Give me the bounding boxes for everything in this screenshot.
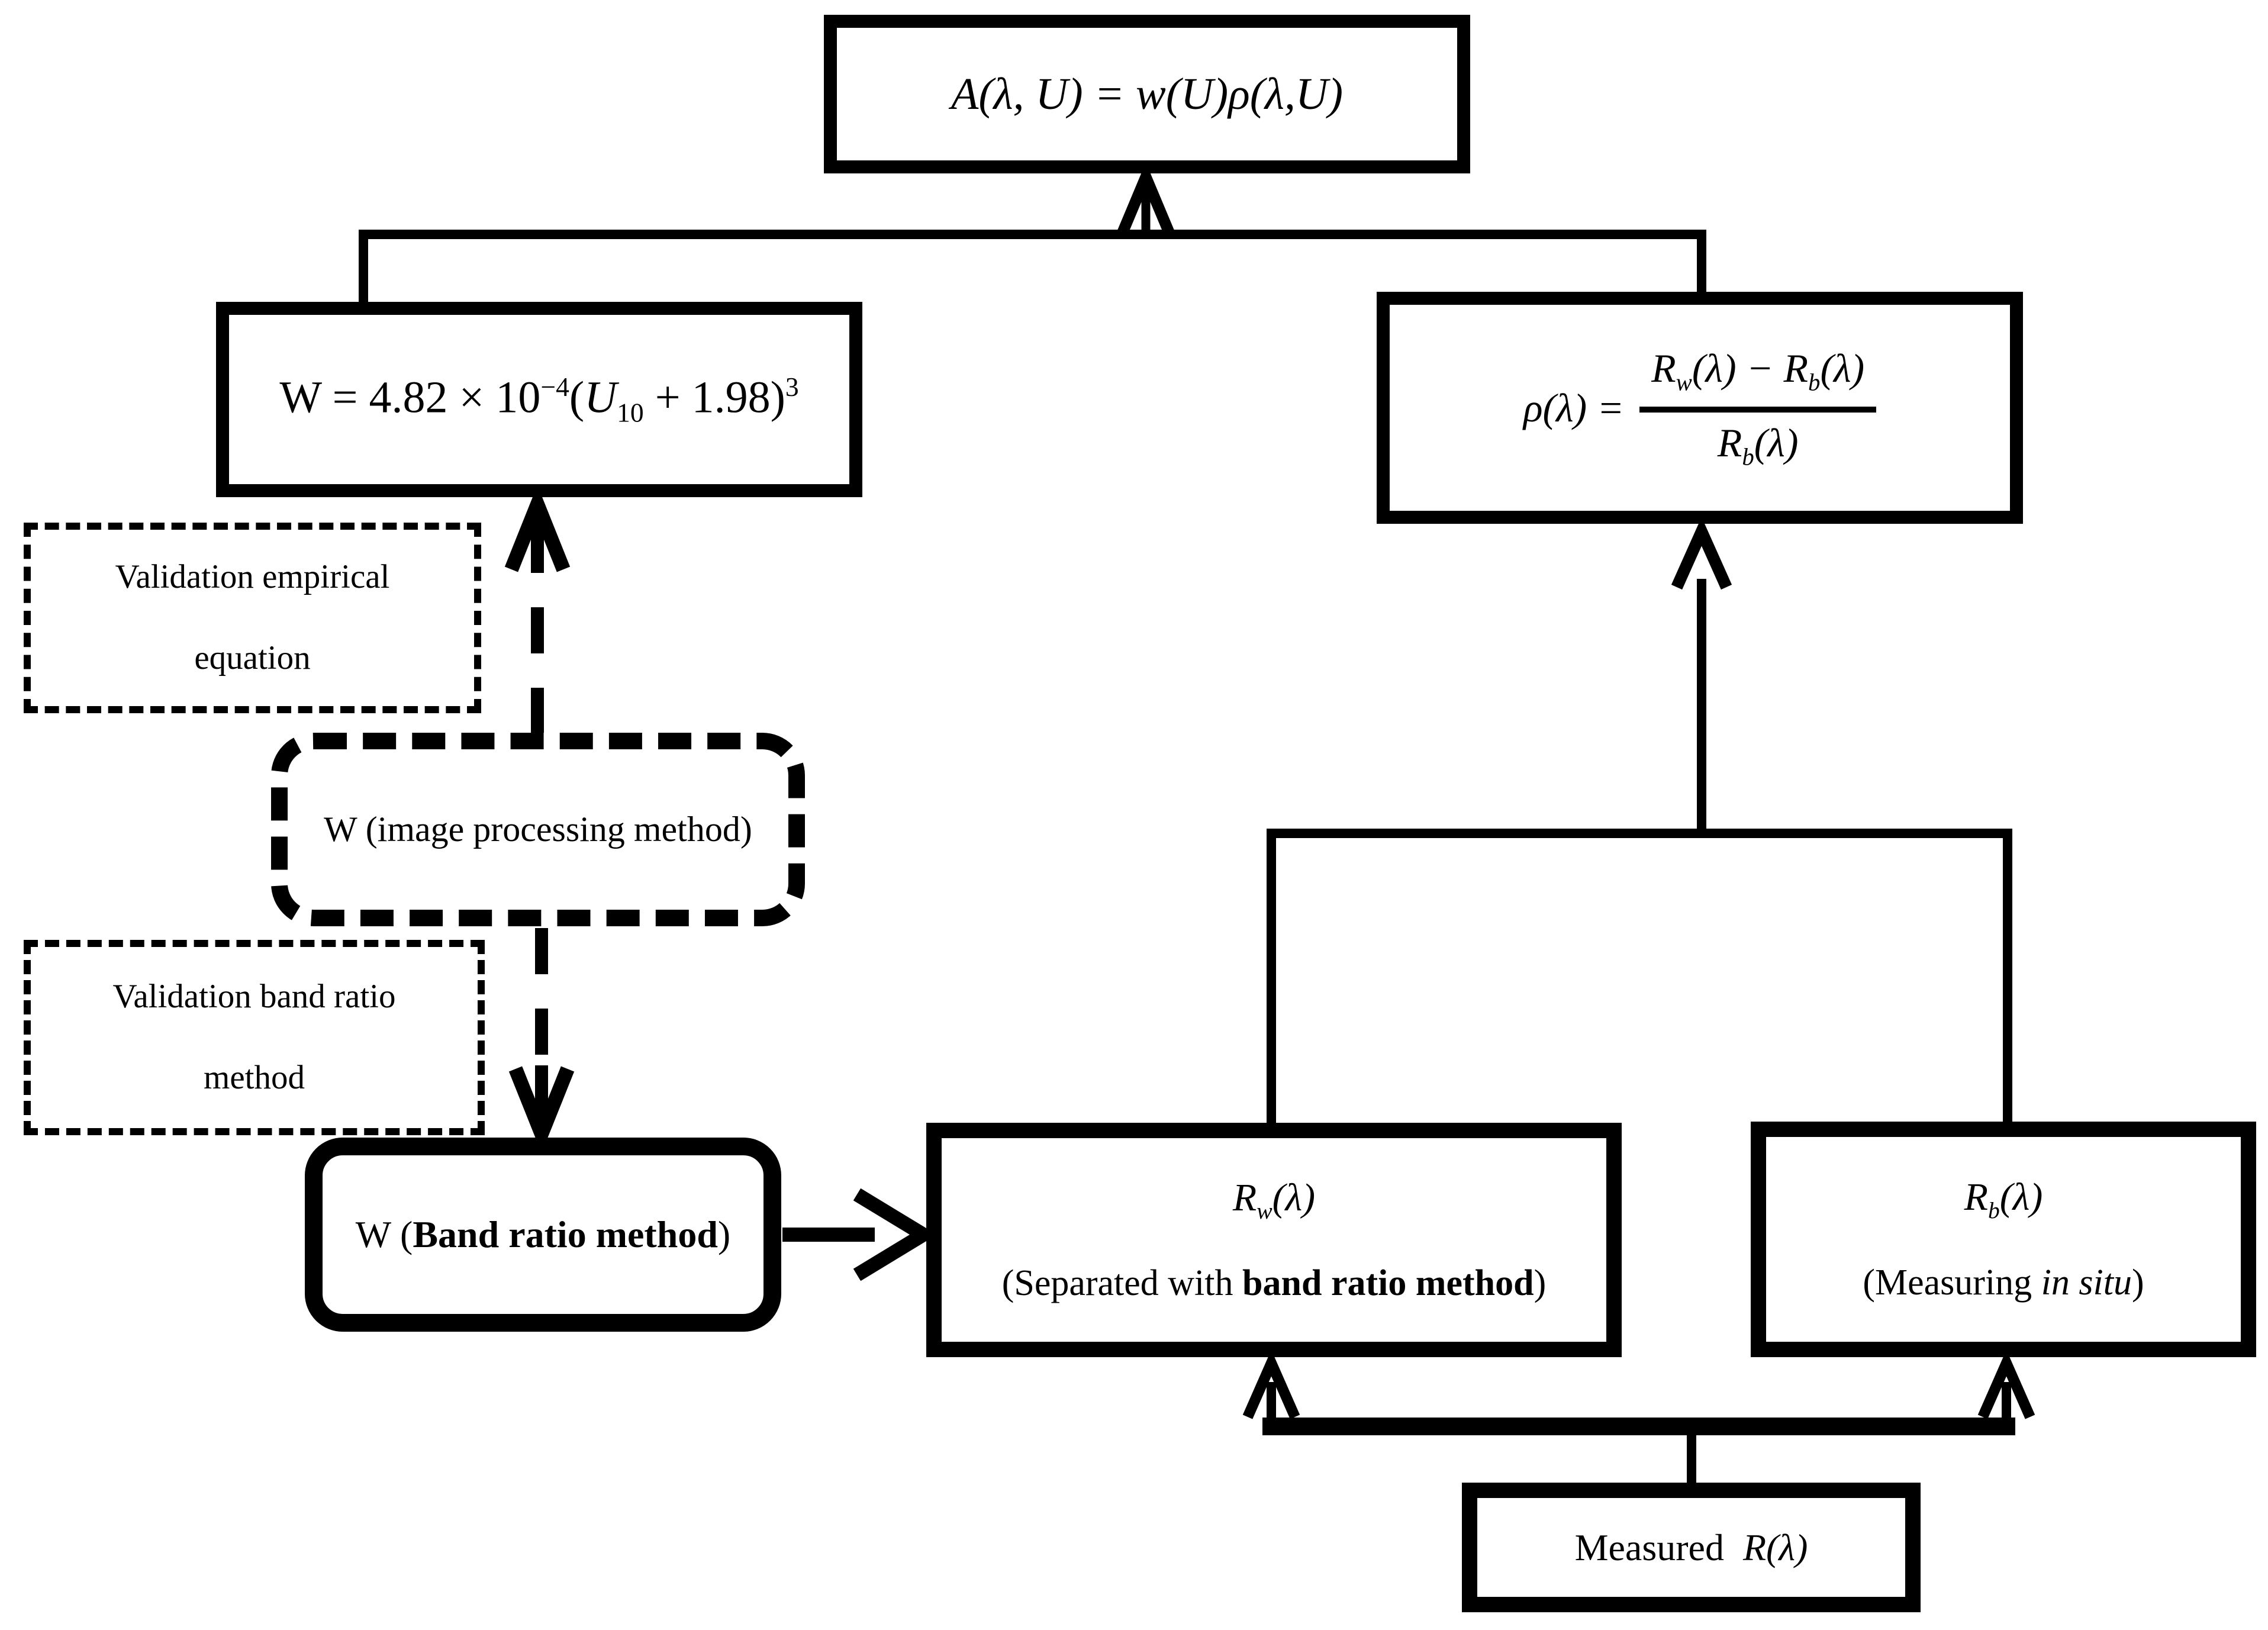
validation-band-ratio-line2: method (204, 1059, 305, 1096)
connector-w-rho-to-a (359, 230, 1706, 307)
arrow-bandratio-rw-head (853, 1188, 938, 1281)
box-image-processing: W (image processing method) (271, 733, 805, 926)
arrow-validation-up-head (504, 485, 571, 572)
rho-formula-fraction: Rw(λ) − Rb(λ) Rb(λ) (1639, 345, 1877, 471)
rb-subtitle: (Measuring in situ) (1863, 1262, 2144, 1303)
validation-band-ratio-line1: Validation band ratio (112, 978, 396, 1016)
rho-formula-numerator: Rw(λ) − Rb(λ) (1639, 345, 1877, 413)
box-rb: Rb(λ) (Measuring in situ) (1751, 1122, 2256, 1357)
arrow-rw-head (1242, 1349, 1300, 1419)
connector-rw-rb-to-rho (1267, 829, 2012, 1125)
rho-formula-denominator: Rb(λ) (1717, 420, 1799, 471)
box-validation-band-ratio: Validation band ratio method (24, 940, 485, 1135)
box-w-formula: W = 4.82 × 10−4(U10 + 1.98)3 (216, 302, 862, 497)
image-processing-text: W (image processing method) (324, 810, 752, 849)
box-rho-formula: ρ(λ) = Rw(λ) − Rb(λ) Rb(λ) (1377, 292, 2023, 524)
box-rw: Rw(λ) (Separated with band ratio method) (926, 1123, 1622, 1357)
rw-title: Rw(λ) (1232, 1176, 1316, 1225)
box-band-ratio: W (Band ratio method) (305, 1138, 781, 1332)
a-formula-text: A(λ, U) = w(U)ρ(λ,U) (951, 69, 1344, 119)
arrow-rb-head (1977, 1349, 2035, 1419)
arrow-validation-down-head (508, 1066, 575, 1154)
measured-text: Measured R(λ) (1574, 1526, 1808, 1568)
rw-subtitle: (Separated with band ratio method) (1001, 1262, 1547, 1303)
validation-empirical-line2: equation (194, 639, 311, 677)
box-validation-empirical: Validation empirical equation (24, 523, 481, 713)
rb-title: Rb(λ) (1964, 1175, 2043, 1223)
validation-empirical-line1: Validation empirical (115, 558, 390, 596)
rho-formula-lhs: ρ(λ) = (1523, 385, 1625, 430)
arrow-rho-head (1671, 517, 1732, 590)
box-a-formula: A(λ, U) = w(U)ρ(λ,U) (824, 15, 1470, 173)
w-formula-text: W = 4.82 × 10−4(U10 + 1.98)3 (279, 371, 799, 428)
box-measured: Measured R(λ) (1462, 1483, 1921, 1612)
arrow-a-head (1117, 162, 1174, 234)
band-ratio-text: W (Band ratio method) (355, 1213, 731, 1255)
